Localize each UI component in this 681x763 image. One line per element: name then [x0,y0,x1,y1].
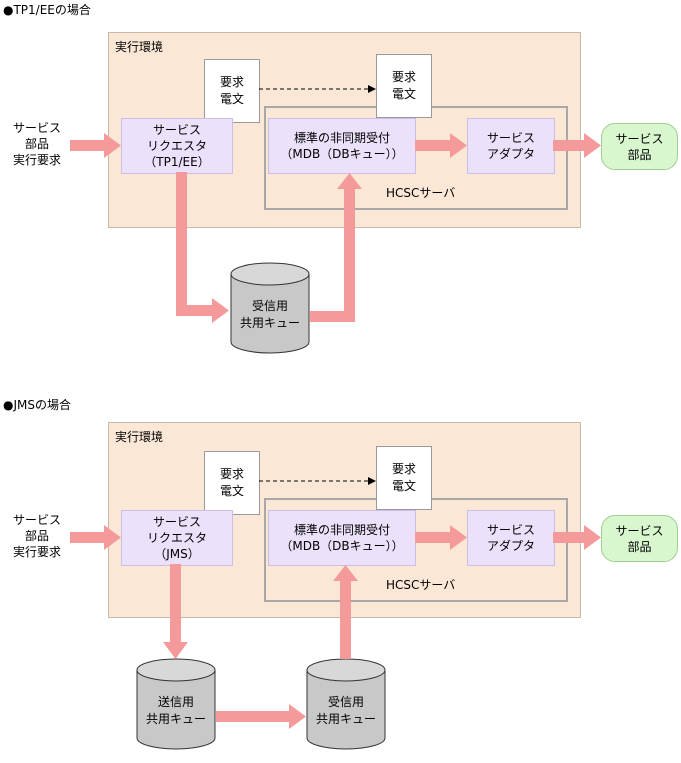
flow-arrows [70,477,601,729]
request-message-left: 要求 電文 [204,451,260,515]
async-receiver: 標準の非同期受付 （MDB（DBキュー）） [268,118,416,174]
receive-shared-queue-label: 受信用 共用キュー [239,299,300,330]
receive-shared-queue-label: 受信用 共用キュー [315,695,376,726]
section-heading: ●JMSの場合 [3,398,71,412]
hcsc-server-label: HCSCサーバ [386,186,456,200]
external-request: サービス 部品 実行要求 [12,121,61,167]
service-adapter: サービス アダプタ [467,118,555,174]
async-receiver: 標準の非同期受付 （MDB（DBキュー）） [268,510,416,566]
arrow-send-to-receive-queue [216,704,306,729]
service-part: サービス 部品 [601,515,678,562]
arrow-request-in [70,133,121,158]
arrow-queue-to-receiver [333,565,358,659]
arrow-requester-to-send-queue [163,564,188,659]
section-jms: ●JMSの場合 実行環境 HCSCサーバ 要求 電文 要求 電文 サービス リク… [0,395,681,763]
arrow-message-dashed [259,85,376,93]
flow-arrows [70,85,601,323]
arrow-requester-to-queue [176,172,229,323]
cylinder-shape [136,658,216,750]
service-part: サービス 部品 [601,123,678,170]
request-message-right: 要求 電文 [376,54,432,118]
section-heading: ●TP1/EEの場合 [3,3,91,17]
cylinder-shape [306,658,386,750]
service-requester-label: サービス リクエスタ （JMS） [146,515,207,561]
execution-environment-label: 実行環境 [115,430,164,444]
service-requester: サービス リクエスタ （JMS） [121,510,233,566]
arrow-queue-to-receiver [310,173,362,322]
service-adapter: サービス アダプタ [467,510,555,566]
external-request: サービス 部品 実行要求 [12,513,61,559]
receive-shared-queue: 受信用 共用キュー [230,262,310,354]
arrow-receiver-to-adapter [415,525,467,550]
arrow-message-dashed [259,477,376,485]
service-requester: サービス リクエスタ （TP1/EE） [121,118,233,174]
arrow-adapter-to-service [553,133,601,158]
section-tp1ee: ●TP1/EEの場合 実行環境 HCSCサーバ 要求 電文 要求 電文 サービス… [3,3,678,354]
execution-environment-label: 実行環境 [115,40,164,54]
send-shared-queue-label: 送信用 共用キュー [145,695,206,726]
receive-shared-queue: 受信用 共用キュー [306,658,386,750]
arrow-receiver-to-adapter [415,133,467,158]
hcsc-server-label: HCSCサーバ [386,578,456,592]
async-receiver-label: 標準の非同期受付 （MDB（DBキュー）） [280,523,404,553]
service-adapter-label: サービス アダプタ [486,523,535,553]
service-requester-label: サービス リクエスタ （TP1/EE） [144,123,210,169]
service-adapter-label: サービス アダプタ [486,131,535,161]
request-message-right: 要求 電文 [376,446,432,510]
arrow-request-in [70,525,121,550]
cylinder-shape [230,262,310,354]
send-shared-queue: 送信用 共用キュー [136,658,216,750]
arrow-adapter-to-service [553,525,601,550]
async-receiver-label: 標準の非同期受付 （MDB（DBキュー）） [280,131,404,161]
